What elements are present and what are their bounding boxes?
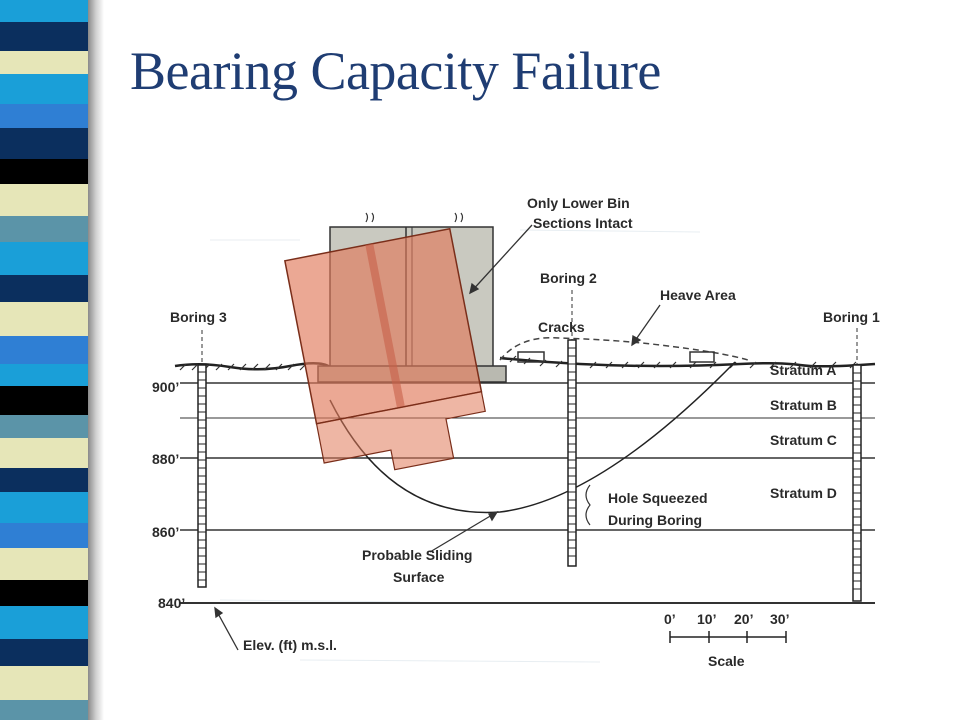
stripe-segment xyxy=(0,22,88,51)
stripe-segment xyxy=(0,74,88,104)
stripe-segment xyxy=(0,492,88,523)
sliding-surface-curve xyxy=(329,361,736,514)
elevation-860: 860’ xyxy=(152,524,179,540)
stripe-segment xyxy=(0,51,88,74)
scale-tick-0: 0’ xyxy=(664,611,676,627)
stripe-segment xyxy=(0,468,88,492)
label-only-lower-bin-2: Sections Intact xyxy=(533,215,633,231)
elevation-840: 840’ xyxy=(158,595,185,611)
label-stratum-c: Stratum C xyxy=(770,432,837,448)
stripe-segment xyxy=(0,700,88,720)
background-texture xyxy=(210,229,701,663)
stripe-segment xyxy=(0,159,88,184)
tilted-bin-overlay xyxy=(283,227,486,471)
label-boring-1: Boring 1 xyxy=(823,309,880,325)
elevation-880: 880’ xyxy=(152,451,179,467)
scale-tick-20: 20’ xyxy=(734,611,753,627)
stripe-segment xyxy=(0,104,88,128)
stripe-segment xyxy=(0,216,88,242)
label-heave-area: Heave Area xyxy=(660,287,736,303)
label-stratum-b: Stratum B xyxy=(770,397,837,413)
scale-tick-30: 30’ xyxy=(770,611,789,627)
stripe-segment xyxy=(0,364,88,386)
heave-block-left xyxy=(517,351,545,363)
label-probable-sliding-1: Probable Sliding xyxy=(362,547,472,563)
strata-lines xyxy=(180,382,875,604)
stripe-segment xyxy=(0,606,88,639)
scale-label: Scale xyxy=(708,653,745,669)
stripe-segment xyxy=(0,438,88,468)
label-hole-squeezed-1: Hole Squeezed xyxy=(608,490,708,506)
stripe-bar-shadow xyxy=(88,0,104,720)
stripe-segment xyxy=(0,128,88,159)
boring-2 xyxy=(567,290,577,567)
stripe-segment xyxy=(0,275,88,302)
stripe-segment xyxy=(0,523,88,548)
leader-lines xyxy=(214,224,661,651)
label-boring-2: Boring 2 xyxy=(540,270,597,286)
boring-1 xyxy=(852,328,862,602)
stripe-segment xyxy=(0,242,88,275)
stripe-segment xyxy=(0,184,88,216)
label-boring-3: Boring 3 xyxy=(170,309,227,325)
stripe-segment xyxy=(0,415,88,438)
label-stratum-a: Stratum A xyxy=(770,362,836,378)
scale-bar xyxy=(669,631,787,643)
label-only-lower-bin-1: Only Lower Bin xyxy=(527,195,630,211)
heave-area-curve xyxy=(499,336,749,361)
label-elevation-axis: Elev. (ft) m.s.l. xyxy=(243,637,337,653)
stripe-segment xyxy=(0,580,88,606)
stripe-segment xyxy=(0,548,88,580)
stripe-segment xyxy=(0,666,88,700)
stripe-segment xyxy=(0,302,88,336)
stripe-segment xyxy=(0,386,88,415)
label-hole-squeezed-2: During Boring xyxy=(608,512,702,528)
label-probable-sliding-2: Surface xyxy=(393,569,445,585)
bearing-failure-diagram: Only Lower Bin Sections Intact Boring 3 … xyxy=(152,195,880,669)
stripe-segment xyxy=(0,0,88,22)
boring-3 xyxy=(197,330,207,588)
elevation-900: 900’ xyxy=(152,379,179,395)
stripe-segment xyxy=(0,336,88,364)
decorative-stripe-bar xyxy=(0,0,104,720)
heave-block-right xyxy=(689,351,715,363)
stripe-segment xyxy=(0,639,88,666)
scale-tick-10: 10’ xyxy=(697,611,716,627)
label-stratum-d: Stratum D xyxy=(770,485,837,501)
label-cracks: Cracks xyxy=(538,319,585,335)
slide-title: Bearing Capacity Failure xyxy=(130,41,661,101)
